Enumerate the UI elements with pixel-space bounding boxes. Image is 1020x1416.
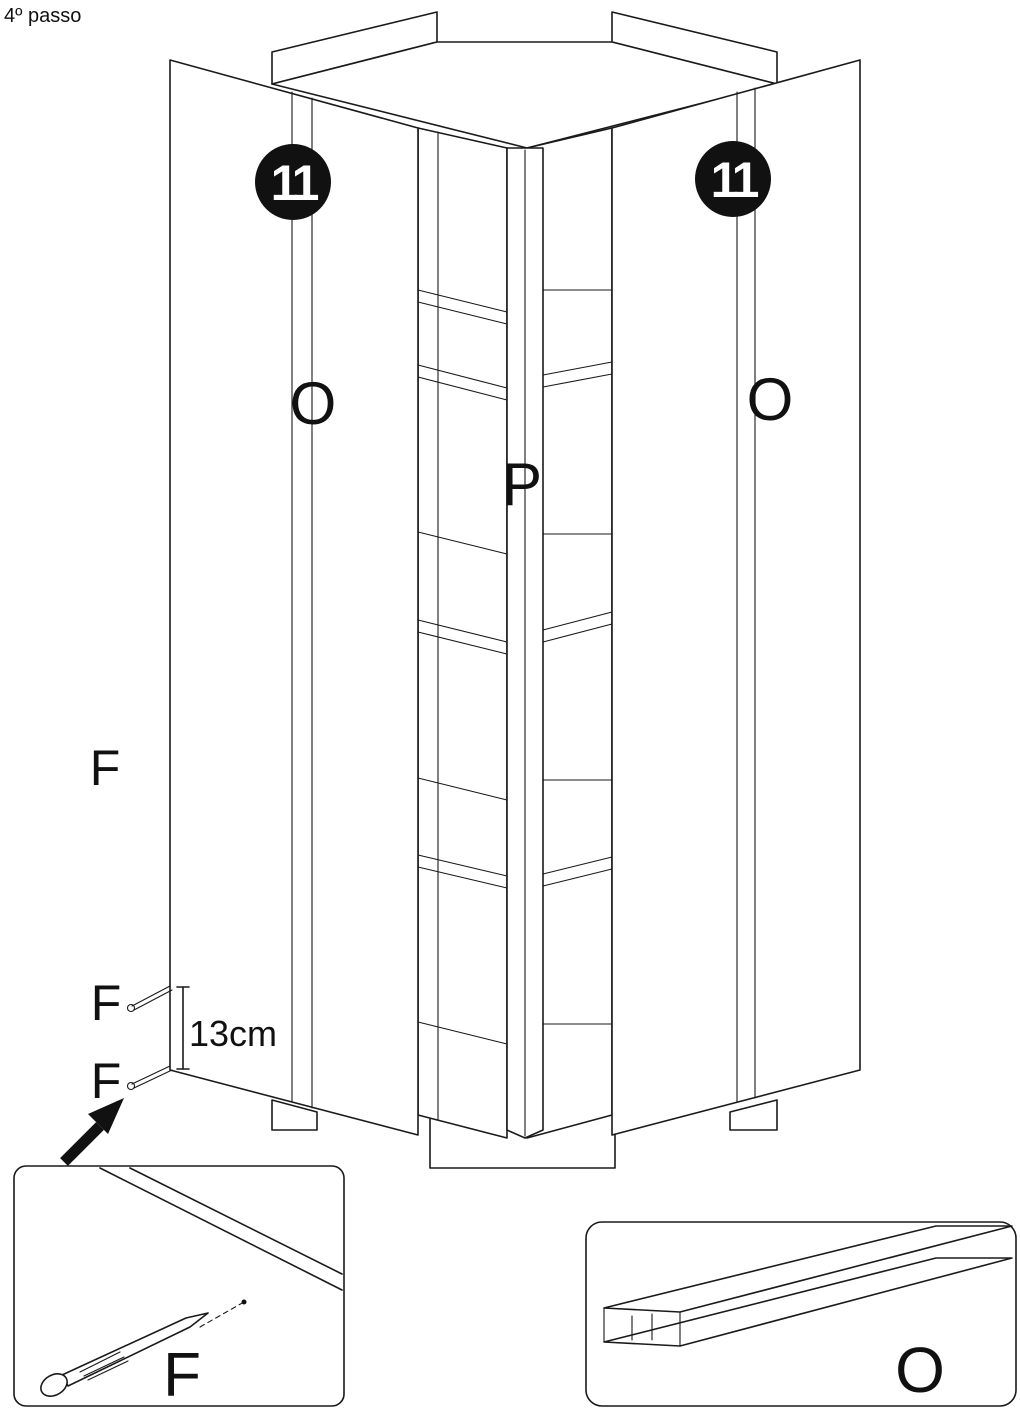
label-side-nail: F <box>90 740 121 796</box>
label-left-door: O <box>290 370 337 437</box>
step-badge-left-number: 11 <box>271 155 319 211</box>
arrow-up-right-icon <box>60 1098 124 1166</box>
dimension-label: 13cm <box>189 1013 277 1054</box>
step-badge-left: 11 <box>255 144 331 220</box>
label-nail-upper: F <box>91 975 122 1031</box>
left-door <box>169 59 419 1136</box>
right-door <box>611 59 861 1136</box>
nail-lower <box>126 1065 173 1091</box>
label-nail-lower: F <box>91 1053 122 1109</box>
detail-box-profile: O <box>585 1221 1017 1407</box>
step-badge-right: 11 <box>695 141 771 217</box>
inner-shelves-left <box>417 127 508 1139</box>
step-badge-right-number: 11 <box>711 152 759 208</box>
h-profile-icon <box>603 1225 1013 1347</box>
center-post <box>506 147 544 1139</box>
top-board <box>271 41 778 149</box>
nail-icon <box>40 1299 247 1397</box>
nail-upper <box>126 985 173 1013</box>
label-detail-nail: F <box>163 1341 201 1410</box>
detail-box-nail: F <box>13 1165 345 1410</box>
label-right-door: O <box>747 366 794 433</box>
step-title: 4º passo <box>4 5 81 27</box>
corner-wardrobe-drawing <box>169 11 861 1169</box>
dimension-bracket <box>176 986 190 1070</box>
top-back-rails <box>271 11 778 85</box>
label-center-post: P <box>502 451 542 518</box>
label-detail-profile: O <box>895 1334 945 1406</box>
